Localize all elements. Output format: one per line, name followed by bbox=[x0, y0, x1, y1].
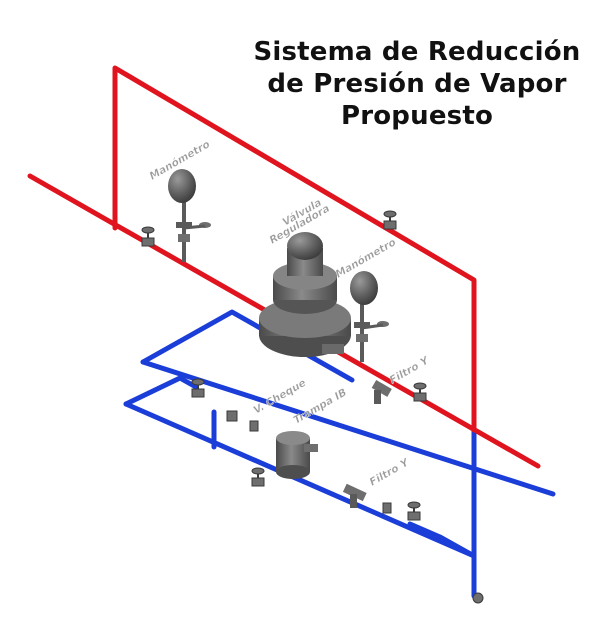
title-line-3: Propuesto bbox=[340, 101, 494, 131]
steam-bypass-pipe bbox=[112, 65, 477, 433]
gauge-dial-icon bbox=[350, 271, 378, 305]
valve-steam-right bbox=[413, 382, 427, 402]
condensate-right-pipe bbox=[437, 534, 477, 559]
diagram-title: Sistema de Reducción de Presión de Vapor… bbox=[232, 36, 602, 132]
condensate-lower-line bbox=[123, 401, 477, 559]
valve-condensate-right bbox=[407, 501, 421, 521]
label-filtro-y-upper: Filtro Y bbox=[388, 354, 432, 387]
valve-steam-left bbox=[141, 226, 155, 247]
condensate-lower-loop-pipe bbox=[123, 375, 199, 407]
valve-steam-top bbox=[383, 210, 397, 230]
valve-condensate-left bbox=[191, 378, 205, 398]
manometer-left bbox=[168, 169, 211, 262]
title-line-1: Sistema de Reducción bbox=[253, 37, 581, 67]
gauge-dial-icon bbox=[168, 169, 196, 203]
union-fitting-2 bbox=[249, 420, 259, 432]
y-strainer-upper bbox=[371, 380, 392, 404]
steam-trap bbox=[276, 431, 318, 479]
regulating-valve bbox=[259, 232, 351, 357]
valve-check bbox=[226, 410, 238, 422]
gate-valves bbox=[141, 210, 484, 604]
valve-bottom-drain bbox=[472, 592, 484, 604]
condensate-main-pipe bbox=[140, 359, 556, 497]
valve-condensate-mid bbox=[251, 467, 265, 487]
title-line-2: de Presión de Vapor bbox=[267, 69, 567, 99]
union-fitting bbox=[382, 502, 392, 514]
y-strainer-lower bbox=[342, 483, 367, 508]
manometer-right bbox=[350, 271, 389, 362]
condensate-upper-bypass-pipe bbox=[140, 309, 355, 383]
label-filtro-y-lower: Filtro Y bbox=[368, 456, 412, 489]
condensate-piping bbox=[123, 309, 556, 599]
